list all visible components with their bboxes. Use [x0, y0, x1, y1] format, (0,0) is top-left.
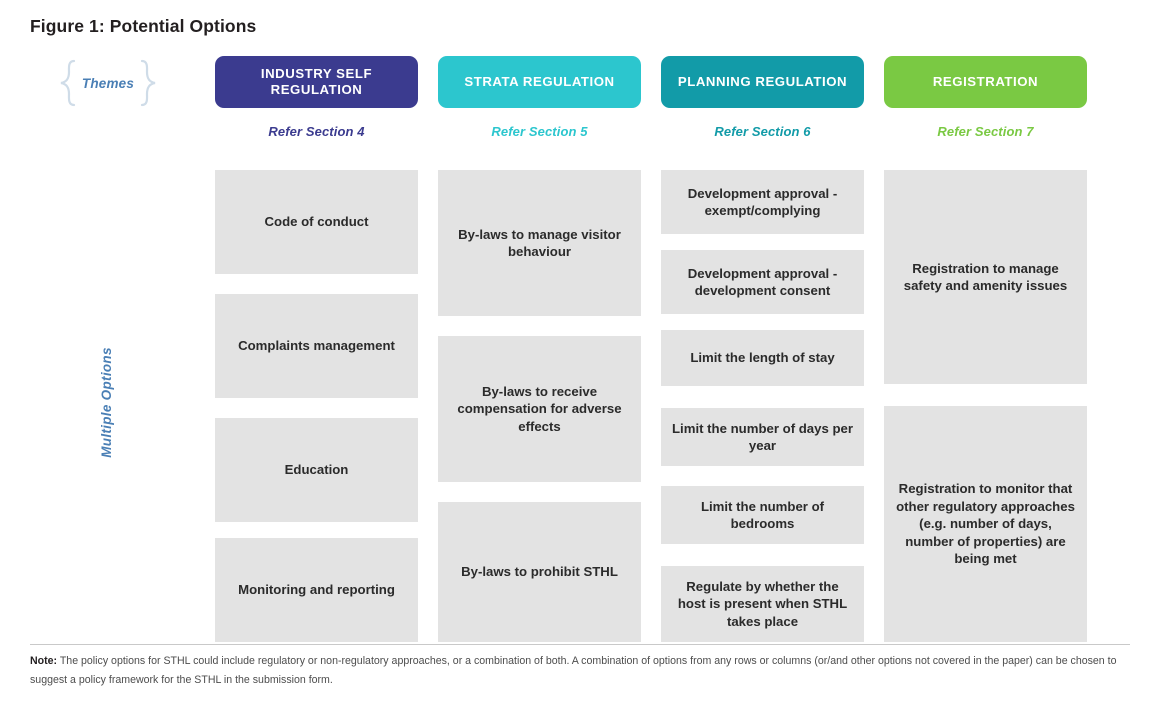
option-cell[interactable]: By-laws to manage visitor behaviour	[438, 170, 641, 316]
note-text: Note: The policy options for STHL could …	[30, 652, 1130, 689]
column-registration: REGISTRATION Refer Section 7 Registratio…	[884, 56, 1087, 642]
multiple-options-brace-group: Multiple Options	[50, 168, 162, 636]
refer-section-industry-self-regulation: Refer Section 4	[268, 124, 365, 139]
option-cell[interactable]: Limit the number of days per year	[661, 408, 864, 466]
refer-section-strata-regulation: Refer Section 5	[491, 124, 588, 139]
multiple-options-label: Multiple Options	[98, 346, 114, 458]
figure-title: Figure 1: Potential Options	[30, 16, 257, 36]
right-curly-brace-icon	[141, 59, 156, 107]
column-header-registration[interactable]: REGISTRATION	[884, 56, 1087, 108]
option-cell[interactable]: Regulate by whether the host is present …	[661, 566, 864, 642]
option-cell[interactable]: Code of conduct	[215, 170, 418, 274]
column-header-planning-regulation[interactable]: PLANNING REGULATION	[661, 56, 864, 108]
option-cell[interactable]: Development approval - development conse…	[661, 250, 864, 314]
note-divider	[30, 644, 1130, 645]
option-cell[interactable]: Registration to monitor that other regul…	[884, 406, 1087, 642]
option-cell[interactable]: Limit the length of stay	[661, 330, 864, 386]
refer-section-planning-regulation: Refer Section 6	[714, 124, 811, 139]
option-cell[interactable]: Registration to manage safety and amenit…	[884, 170, 1087, 384]
themes-label: Themes	[81, 75, 135, 91]
column-planning-regulation: PLANNING REGULATION Refer Section 6 Deve…	[661, 56, 864, 642]
column-strata-regulation: STRATA REGULATION Refer Section 5 By-law…	[438, 56, 641, 642]
option-cell[interactable]: Complaints management	[215, 294, 418, 398]
option-cell[interactable]: Education	[215, 418, 418, 522]
refer-section-registration: Refer Section 7	[937, 124, 1034, 139]
column-header-strata-regulation[interactable]: STRATA REGULATION	[438, 56, 641, 108]
left-curly-brace-icon	[60, 59, 75, 107]
option-cell[interactable]: Monitoring and reporting	[215, 538, 418, 642]
themes-brace-group: Themes	[48, 57, 168, 109]
note-label: Note:	[30, 655, 58, 667]
note-body: The policy options for STHL could includ…	[30, 655, 1117, 686]
option-cell[interactable]: Development approval - exempt/complying	[661, 170, 864, 234]
column-header-industry-self-regulation[interactable]: INDUSTRY SELF REGULATION	[215, 56, 418, 108]
option-cell[interactable]: Limit the number of bedrooms	[661, 486, 864, 544]
option-cell[interactable]: By-laws to receive compensation for adve…	[438, 336, 641, 482]
options-grid: INDUSTRY SELF REGULATION Refer Section 4…	[215, 56, 1100, 642]
column-industry-self-regulation: INDUSTRY SELF REGULATION Refer Section 4…	[215, 56, 418, 642]
option-cell[interactable]: By-laws to prohibit STHL	[438, 502, 641, 642]
